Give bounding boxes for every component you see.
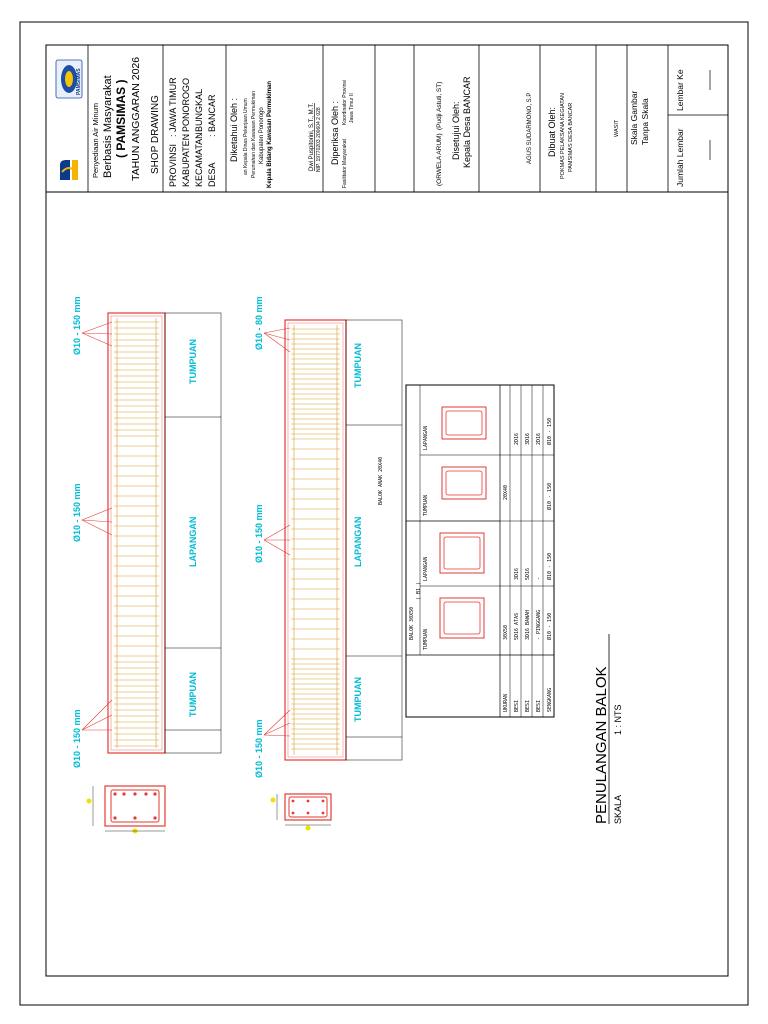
checked-by-name2: (Pudji Astuti, ST) [436, 82, 443, 130]
cell: Ø10 - 150 [546, 613, 553, 640]
pu-logo-icon [58, 160, 80, 182]
location-value: : BUNGKAL [194, 89, 204, 137]
approved-by-name: AGUS SUDARMONO, S.P [527, 93, 533, 164]
cell: Ø10 - 150 [546, 418, 553, 445]
known-by-line4: Kepala Bidang Kawasan Permukiman [267, 81, 273, 188]
known-by-line2: Perumahan dan Kawasan Permukiman [251, 91, 257, 178]
cell: 2D16 [536, 433, 542, 445]
cross-section-20x40 [270, 793, 332, 831]
location-label: PROVINSI [168, 144, 178, 187]
cell: - [536, 577, 542, 580]
wasit-label: WASIT [614, 119, 620, 137]
drawing-title: PENULANGAN BALOK SKALA 1 : NTS [593, 634, 623, 824]
known-by-line1: an Kepala Dinas Pekerjaan Umum [243, 98, 249, 175]
beam2-long-section: TUMPUAN LAPANGAN TUMPUAN Ø10 - 80 mm Ø10… [254, 296, 403, 778]
spacing-label: Ø10 - 80 mm [254, 296, 264, 350]
approved-by-role: Kepala Desa BANCAR [462, 76, 472, 168]
cell: 5D16 ATAS [514, 613, 520, 640]
location-list: PROVINSI : JAWA TIMUR KABUPATEN : PONORO… [168, 77, 217, 187]
project-line4: TAHUN ANGGARAN 2026 [130, 57, 142, 181]
col-lapangan: LAPANGAN [423, 557, 429, 581]
cell: 3D16 [514, 568, 520, 580]
beam1-outline [107, 312, 166, 754]
scale-caption: SKALA [613, 795, 623, 824]
col-lapangan: LAPANGAN [423, 426, 429, 450]
location-value: : BANCAR [207, 94, 217, 137]
spacing-label: Ø10 - 150 mm [254, 719, 264, 778]
col-tumpuan: TUMPUAN [423, 495, 429, 516]
col-tumpuan: TUMPUAN [423, 629, 429, 650]
group1-title: BALOK 30X50 [409, 607, 415, 640]
main-title: PENULANGAN BALOK [593, 666, 610, 824]
pamsimas-logo-text: PAMSIMAS [76, 68, 82, 95]
cell: 20X40 [503, 485, 509, 500]
scale-value: Tanpa Skala [640, 98, 650, 145]
made-by-line2: PAMSIMAS DESA BANCAR [568, 103, 574, 172]
zone-label: LAPANGAN [188, 517, 198, 567]
zone-label: TUMPUAN [188, 339, 198, 384]
cell: 30X50 [503, 625, 509, 640]
spacing-label: Ø10 - 150 mm [254, 504, 264, 563]
checked-by-name1: (ORWELA ARUM) [436, 133, 443, 186]
zone-label: TUMPUAN [188, 672, 198, 717]
cell: Ø10 - 150 [546, 483, 553, 510]
known-by-name: Dwi Puspitorini, S.T., M.T. [309, 103, 315, 171]
known-by-title: Diketahui Oleh : [229, 98, 239, 162]
row-label: BESI [525, 700, 531, 712]
project-line1: Penyediaan Air Minum [91, 103, 100, 178]
made-by-title: Dibuat Oleh: [547, 107, 557, 157]
title-block: PAMSIMAS Penyediaan Air Minum Berbasis M… [46, 45, 728, 193]
scale-label: Skala Gambar [629, 91, 639, 145]
cell: Ø10 - 150 [546, 553, 553, 580]
cell: - PINGGANG [536, 610, 542, 640]
zone-label: LAPANGAN [353, 517, 363, 567]
project-line3: ( PAMSIMAS ) [114, 80, 128, 158]
location-label: DESA [207, 162, 217, 187]
row-label: UKURAN [503, 694, 509, 712]
zone-label: TUMPUAN [353, 343, 363, 388]
beam-schedule-table: BALOK 30X50 ( B1 ) BALOK ANAK 20X40 TUMP… [378, 384, 555, 718]
row-label: BESI [536, 700, 542, 712]
known-by-nip: NIP. 19770203 200604 2 028 [316, 107, 322, 172]
drawing-type: SHOP DRAWING [150, 95, 161, 174]
known-by-line3: Kabupaten Ponorogo [259, 107, 265, 164]
checked-by-line2: Koordinator Provinsi [342, 80, 348, 125]
sheet-no-label: Lembar Ke [675, 69, 685, 111]
beam1-stirrups [114, 321, 159, 747]
location-value: : JAWA TIMUR [168, 77, 178, 137]
spacing-label: Ø10 - 150 mm [72, 483, 82, 542]
checked-by-title: Diperiksa Oleh : [330, 101, 340, 165]
group2-title: BALOK ANAK 20X40 [378, 457, 384, 505]
pamsimas-logo-icon: PAMSIMAS [55, 59, 83, 99]
zone-label: TUMPUAN [353, 677, 363, 722]
row-label: SENGKANG [547, 688, 553, 712]
checked-by-line1: Fasilitator Masyarakat [342, 138, 348, 188]
spacing-label: Ø10 - 150 mm [72, 296, 82, 355]
approved-by-title: Disetujui Oleh: [451, 101, 461, 160]
cell: 5D16 [525, 568, 531, 580]
cross-section-30x50 [86, 785, 166, 834]
location-label: KECAMATAN [194, 132, 204, 187]
cell: 2D16 [514, 433, 520, 445]
beam1-long-section: TUMPUAN LAPANGAN TUMPUAN Ø10 - 150 mm Ø1… [72, 296, 222, 768]
cell: 3D16 [525, 433, 531, 445]
project-line2: Berbasis Masyarakat [102, 75, 114, 178]
beam2-stirrups [291, 328, 340, 750]
sheet-count-label: Jumlah Lembar [675, 128, 685, 187]
location-label: KABUPATEN [181, 134, 191, 187]
inner-border [45, 44, 729, 977]
cell: 3D16 BAWAH [525, 610, 531, 640]
group1-sub: ( B1 ) [416, 582, 422, 600]
made-by-line1: POKMAS PELAKSANA KEGIATAN [560, 93, 566, 179]
scale-caption-value: 1 : NTS [613, 704, 623, 735]
checked-by-line3: Jawa Timur II [349, 93, 355, 123]
row-label: BESI [514, 700, 520, 712]
outer-border [19, 21, 749, 1006]
spacing-label: Ø10 - 150 mm [72, 709, 82, 768]
location-value: : PONOROGO [181, 78, 191, 137]
